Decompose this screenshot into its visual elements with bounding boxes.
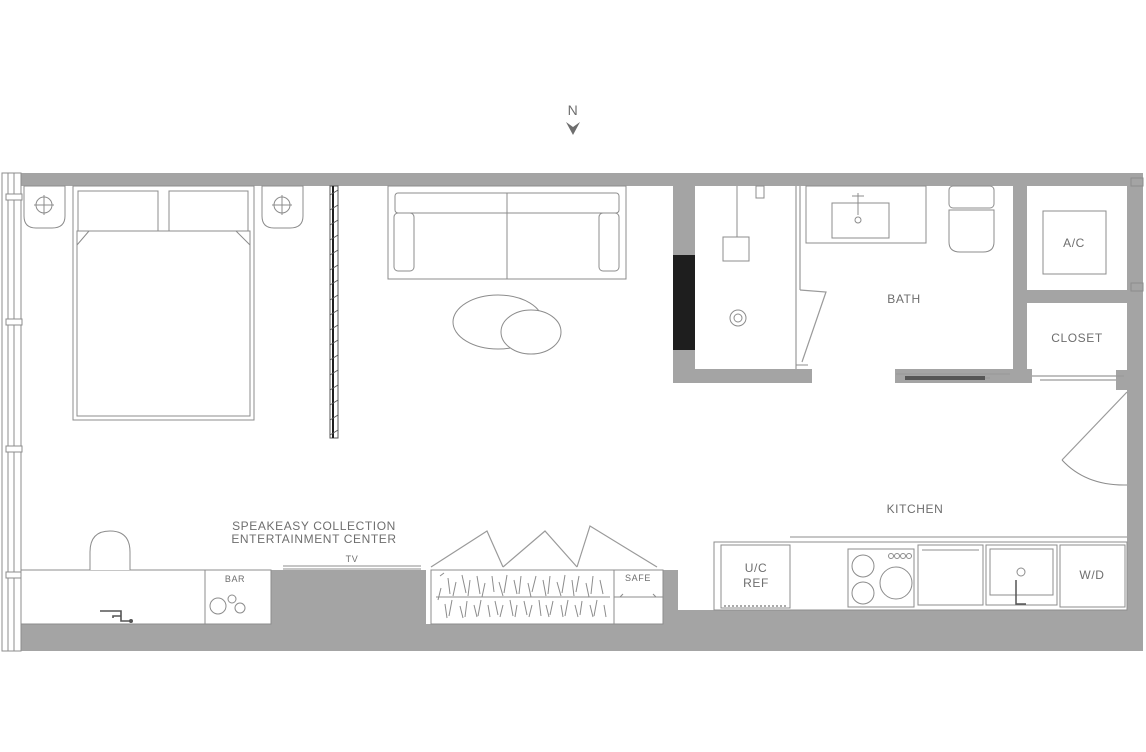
bar-cabinet <box>204 569 272 625</box>
nightstand-left <box>23 185 66 229</box>
ref-label-line2: REF <box>743 576 769 590</box>
tv-label: TV <box>346 554 359 564</box>
tv-console <box>283 565 421 570</box>
bed <box>72 185 255 421</box>
dishwasher <box>917 544 984 606</box>
washer-dryer-label: W/D <box>1079 568 1104 582</box>
room-divider-screen <box>329 185 339 439</box>
sofa <box>387 185 627 280</box>
faucet-icon <box>100 610 131 622</box>
undercounter-refrigerator <box>720 544 791 609</box>
entry-door <box>1061 391 1128 486</box>
north-arrow-icon <box>566 122 580 135</box>
room-label-ac: A/C <box>1063 236 1085 250</box>
kitchen-sink <box>985 544 1058 606</box>
room-label-bath: BATH <box>887 292 921 306</box>
bath-walls <box>673 186 1127 390</box>
nightstand-right <box>261 185 304 229</box>
kitchen-wall <box>678 610 1127 624</box>
shower <box>722 185 801 369</box>
closet-sliding-door <box>1032 375 1124 381</box>
entertainment-wall <box>271 570 426 624</box>
speakeasy-label-line1: SPEAKEASY COLLECTION <box>232 519 396 533</box>
safe-cabinet <box>613 569 664 625</box>
washer-dryer <box>1059 544 1126 608</box>
room-label-kitchen: KITCHEN <box>887 502 944 516</box>
ac-unit <box>1042 210 1107 275</box>
room-label-closet: CLOSET <box>1051 331 1103 345</box>
ac-corner-post <box>1130 177 1144 187</box>
vanity-sink <box>805 185 927 244</box>
ottoman-pair <box>452 294 562 355</box>
shower-door <box>796 289 827 366</box>
north-label: N <box>568 102 579 118</box>
bath-sliding-door <box>896 373 1010 380</box>
safe-label: SAFE <box>625 573 651 583</box>
wardrobe-hanging-closet <box>430 569 615 625</box>
closet-end-wall <box>663 570 678 624</box>
exterior-walls <box>21 173 1143 651</box>
bath-glass-partition <box>673 255 695 350</box>
west-window-wall <box>1 172 23 652</box>
bar-label: BAR <box>225 574 245 584</box>
desk-counter <box>20 530 206 625</box>
cooktop <box>847 548 915 608</box>
wardrobe-doors <box>430 525 658 568</box>
speakeasy-label-line2: ENTERTAINMENT CENTER <box>231 532 396 546</box>
ref-label-line1: U/C <box>745 561 767 575</box>
toilet <box>948 185 995 253</box>
